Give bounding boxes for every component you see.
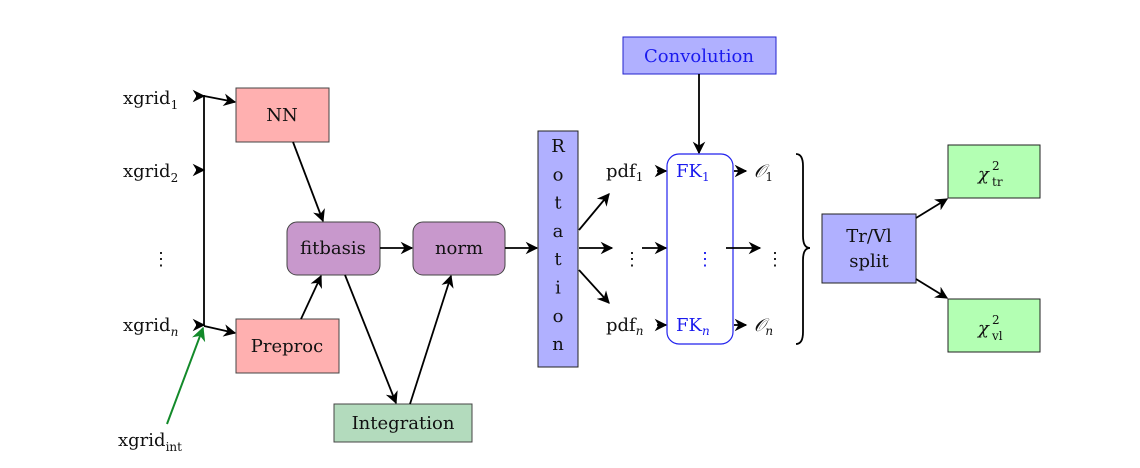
svg-text:xgrid1: xgrid1: [123, 88, 178, 112]
fk-vdots: ⋮: [696, 249, 714, 270]
svg-text:vl: vl: [991, 329, 1003, 343]
split-to-chi2-vl-arrow: [915, 278, 949, 299]
xgrid-n-label: xgridn: [123, 315, 178, 339]
svg-text:2: 2: [992, 313, 1000, 327]
rotation-letter: o: [553, 306, 564, 327]
svg-text:FKn: FKn: [676, 315, 710, 338]
bus-to-nn-arrow: [203, 93, 237, 107]
rotation-letter: t: [554, 193, 562, 214]
svg-text:Preproc: Preproc: [251, 336, 323, 357]
svg-text:Tr/Vl: Tr/Vl: [846, 226, 892, 247]
obs-1-label: 𝒪1: [754, 161, 773, 184]
svg-text:𝒪n: 𝒪n: [754, 315, 773, 338]
nn-to-fitbasis-arrow: [292, 141, 325, 223]
pdf-1-label: pdf1: [606, 161, 643, 184]
rotation-letter: o: [553, 164, 564, 185]
chi2-validation-node: χ 2 vl: [947, 298, 1041, 353]
svg-text:χ: χ: [976, 164, 990, 185]
bus-to-preproc-arrow: [203, 324, 237, 337]
fitbasis-to-integration-arrow: [344, 274, 398, 405]
preproc-to-fitbasis-arrow: [300, 274, 322, 320]
integration-node: Integration: [333, 403, 473, 443]
pdf-vdots: ⋮: [623, 249, 641, 270]
svg-text:pdfn: pdfn: [606, 315, 643, 338]
svg-text:pdf1: pdf1: [606, 161, 643, 184]
svg-text:split: split: [849, 251, 889, 272]
rotation-to-pdfn-arrow: [578, 269, 610, 304]
fitbasis-node: fitbasis: [286, 221, 381, 276]
xgrid-int-arrow: [166, 326, 206, 425]
svg-text:FK1: FK1: [676, 161, 710, 184]
rotation-letter: a: [553, 221, 564, 242]
split-to-chi2-tr-arrow: [915, 198, 949, 219]
norm-node: norm: [412, 221, 506, 276]
svg-text:Integration: Integration: [352, 413, 455, 434]
svg-text:tr: tr: [992, 175, 1003, 189]
xgrid-vdots: ⋮: [152, 249, 170, 270]
chi2-training-node: χ 2 tr: [947, 144, 1041, 199]
svg-text:norm: norm: [435, 238, 483, 259]
xgrid-2-label: xgrid2: [123, 161, 178, 185]
obs-vdots: ⋮: [766, 249, 784, 270]
preproc-node: Preproc: [235, 318, 340, 374]
svg-text:2: 2: [992, 159, 1000, 173]
rotation-letter: n: [552, 334, 564, 355]
tr-vl-split-node: Tr/Vl split: [821, 213, 917, 284]
fk-1-label: FK1: [676, 161, 710, 184]
svg-text:NN: NN: [266, 105, 298, 126]
svg-text:𝒪1: 𝒪1: [754, 161, 773, 184]
obs-n-label: 𝒪n: [754, 315, 773, 338]
svg-text:Convolution: Convolution: [644, 46, 754, 67]
rotation-to-pdf1-arrow: [578, 193, 610, 231]
svg-text:fitbasis: fitbasis: [300, 238, 366, 259]
rotation-letter: t: [554, 249, 562, 270]
rotation-letter: i: [555, 278, 561, 299]
rotation-letter: R: [551, 136, 565, 157]
svg-text:χ: χ: [976, 318, 990, 339]
svg-text:xgridn: xgridn: [123, 315, 178, 339]
svg-text:xgridint: xgridint: [118, 430, 182, 454]
xgrid-int-label: xgridint: [118, 430, 182, 454]
nn-node: NN: [235, 87, 330, 143]
svg-text:xgrid2: xgrid2: [123, 161, 178, 185]
convolution-node: Convolution: [622, 36, 777, 75]
observables-brace: [795, 153, 811, 345]
pdf-n-label: pdfn: [606, 315, 643, 338]
xgrid-1-label: xgrid1: [123, 88, 178, 112]
integration-to-norm-arrow: [409, 274, 454, 405]
fk-n-label: FKn: [676, 315, 710, 338]
